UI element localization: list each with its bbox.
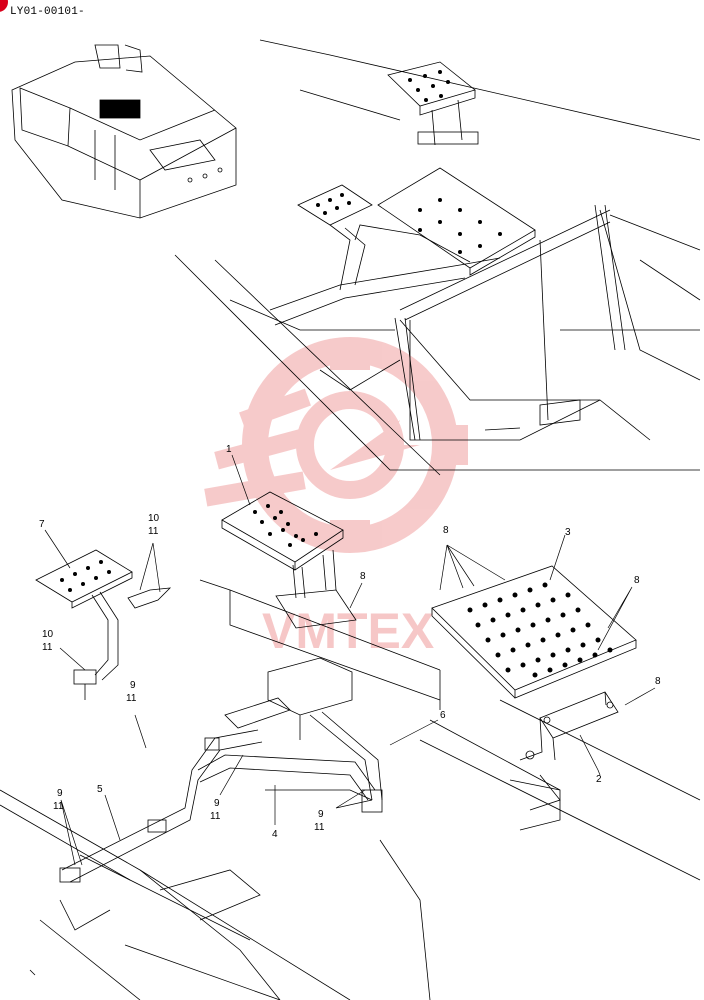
part-5-rod xyxy=(59,729,263,883)
callout-9-left: 9 xyxy=(57,788,63,799)
part-2-bracket xyxy=(519,691,619,761)
corner-badge-icon xyxy=(0,0,8,12)
callout-4: 4 xyxy=(272,829,278,840)
callout-8-plate-left: 8 xyxy=(443,525,449,536)
reference-code: LY01-00101- xyxy=(10,6,85,18)
callout-7: 7 xyxy=(39,519,45,530)
callout-11-left: 11 xyxy=(42,642,53,653)
assembly-frame-lines xyxy=(174,39,701,476)
callout-8-bracket: 8 xyxy=(655,676,661,687)
callout-6: 6 xyxy=(440,710,446,721)
callout-9-bolt: 9 xyxy=(130,680,136,691)
callout-8-plate-right: 8 xyxy=(634,575,640,586)
callout-9-right: 9 xyxy=(318,809,324,820)
callout-9-mid: 9 xyxy=(214,798,220,809)
machine-overview-thumbnail xyxy=(11,44,237,219)
watermark-text: VMTEX xyxy=(262,603,434,659)
upper-pedal-small xyxy=(297,184,373,291)
callout-8-post: 8 xyxy=(360,571,366,582)
callout-10-left: 10 xyxy=(42,629,54,640)
exploded-frame-lines xyxy=(0,579,701,1000)
part-1-step xyxy=(221,491,357,629)
upper-bracket-rods xyxy=(269,204,626,441)
callout-1: 1 xyxy=(226,444,232,455)
part-3-plate xyxy=(431,565,637,699)
callout-3: 3 xyxy=(565,527,571,538)
leader-lines xyxy=(44,454,656,866)
upper-step-plate xyxy=(377,167,536,276)
callout-10-top: 10 xyxy=(148,513,160,524)
callout-11-left-bolt: 11 xyxy=(53,801,64,812)
watermark-logo-icon xyxy=(204,337,468,553)
callout-labels: 1 7 10 11 10 11 8 8 3 8 8 2 6 9 11 9 11 … xyxy=(39,444,661,840)
callout-2: 2 xyxy=(596,774,602,785)
callout-11-bolt: 11 xyxy=(126,693,137,704)
callout-11-mid: 11 xyxy=(210,811,221,822)
part-3-holes xyxy=(467,582,613,678)
part-6-post xyxy=(204,657,383,813)
callout-11-top: 11 xyxy=(148,526,159,537)
part-4-rod xyxy=(197,754,376,801)
step-holes xyxy=(60,70,502,592)
callout-5: 5 xyxy=(97,784,103,795)
upper-step-small xyxy=(387,61,479,146)
part-7-pedal xyxy=(35,549,172,700)
callout-11-right: 11 xyxy=(314,822,325,833)
